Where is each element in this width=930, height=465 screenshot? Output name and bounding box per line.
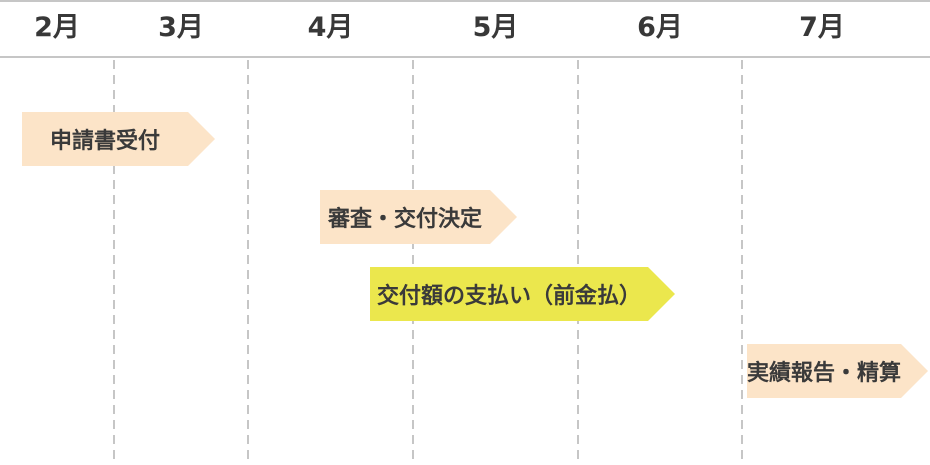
header-separator-line <box>0 56 930 58</box>
task-arrow-grant-payment-advance: 交付額の支払い（前金払） <box>370 267 675 321</box>
month-gridline-may <box>412 60 414 465</box>
month-label-mar: 3月 <box>158 12 204 43</box>
month-label-apr: 4月 <box>307 12 354 43</box>
task-arrow-label: 実績報告・精算 <box>747 361 902 386</box>
task-arrow-label: 申請書受付 <box>49 129 160 154</box>
task-arrow-application-intake: 申請書受付 <box>22 112 215 166</box>
month-label-may: 5月 <box>472 12 519 43</box>
month-gridline-jun <box>577 60 579 465</box>
month-label-feb: 2月 <box>34 12 80 43</box>
task-arrow-label: 審査・交付決定 <box>327 207 482 232</box>
month-gridline-jul <box>741 60 743 465</box>
task-arrow-label: 交付額の支払い（前金払） <box>376 284 641 309</box>
task-arrow-report-settlement: 実績報告・精算 <box>747 344 928 398</box>
month-gridline-mar <box>113 60 115 465</box>
month-gridline-apr <box>247 60 249 465</box>
month-label-jun: 6月 <box>637 12 683 43</box>
month-label-jul: 7月 <box>799 12 845 43</box>
task-arrow-review-grant-decision: 審査・交付決定 <box>320 190 517 244</box>
top-border-line <box>0 0 930 2</box>
